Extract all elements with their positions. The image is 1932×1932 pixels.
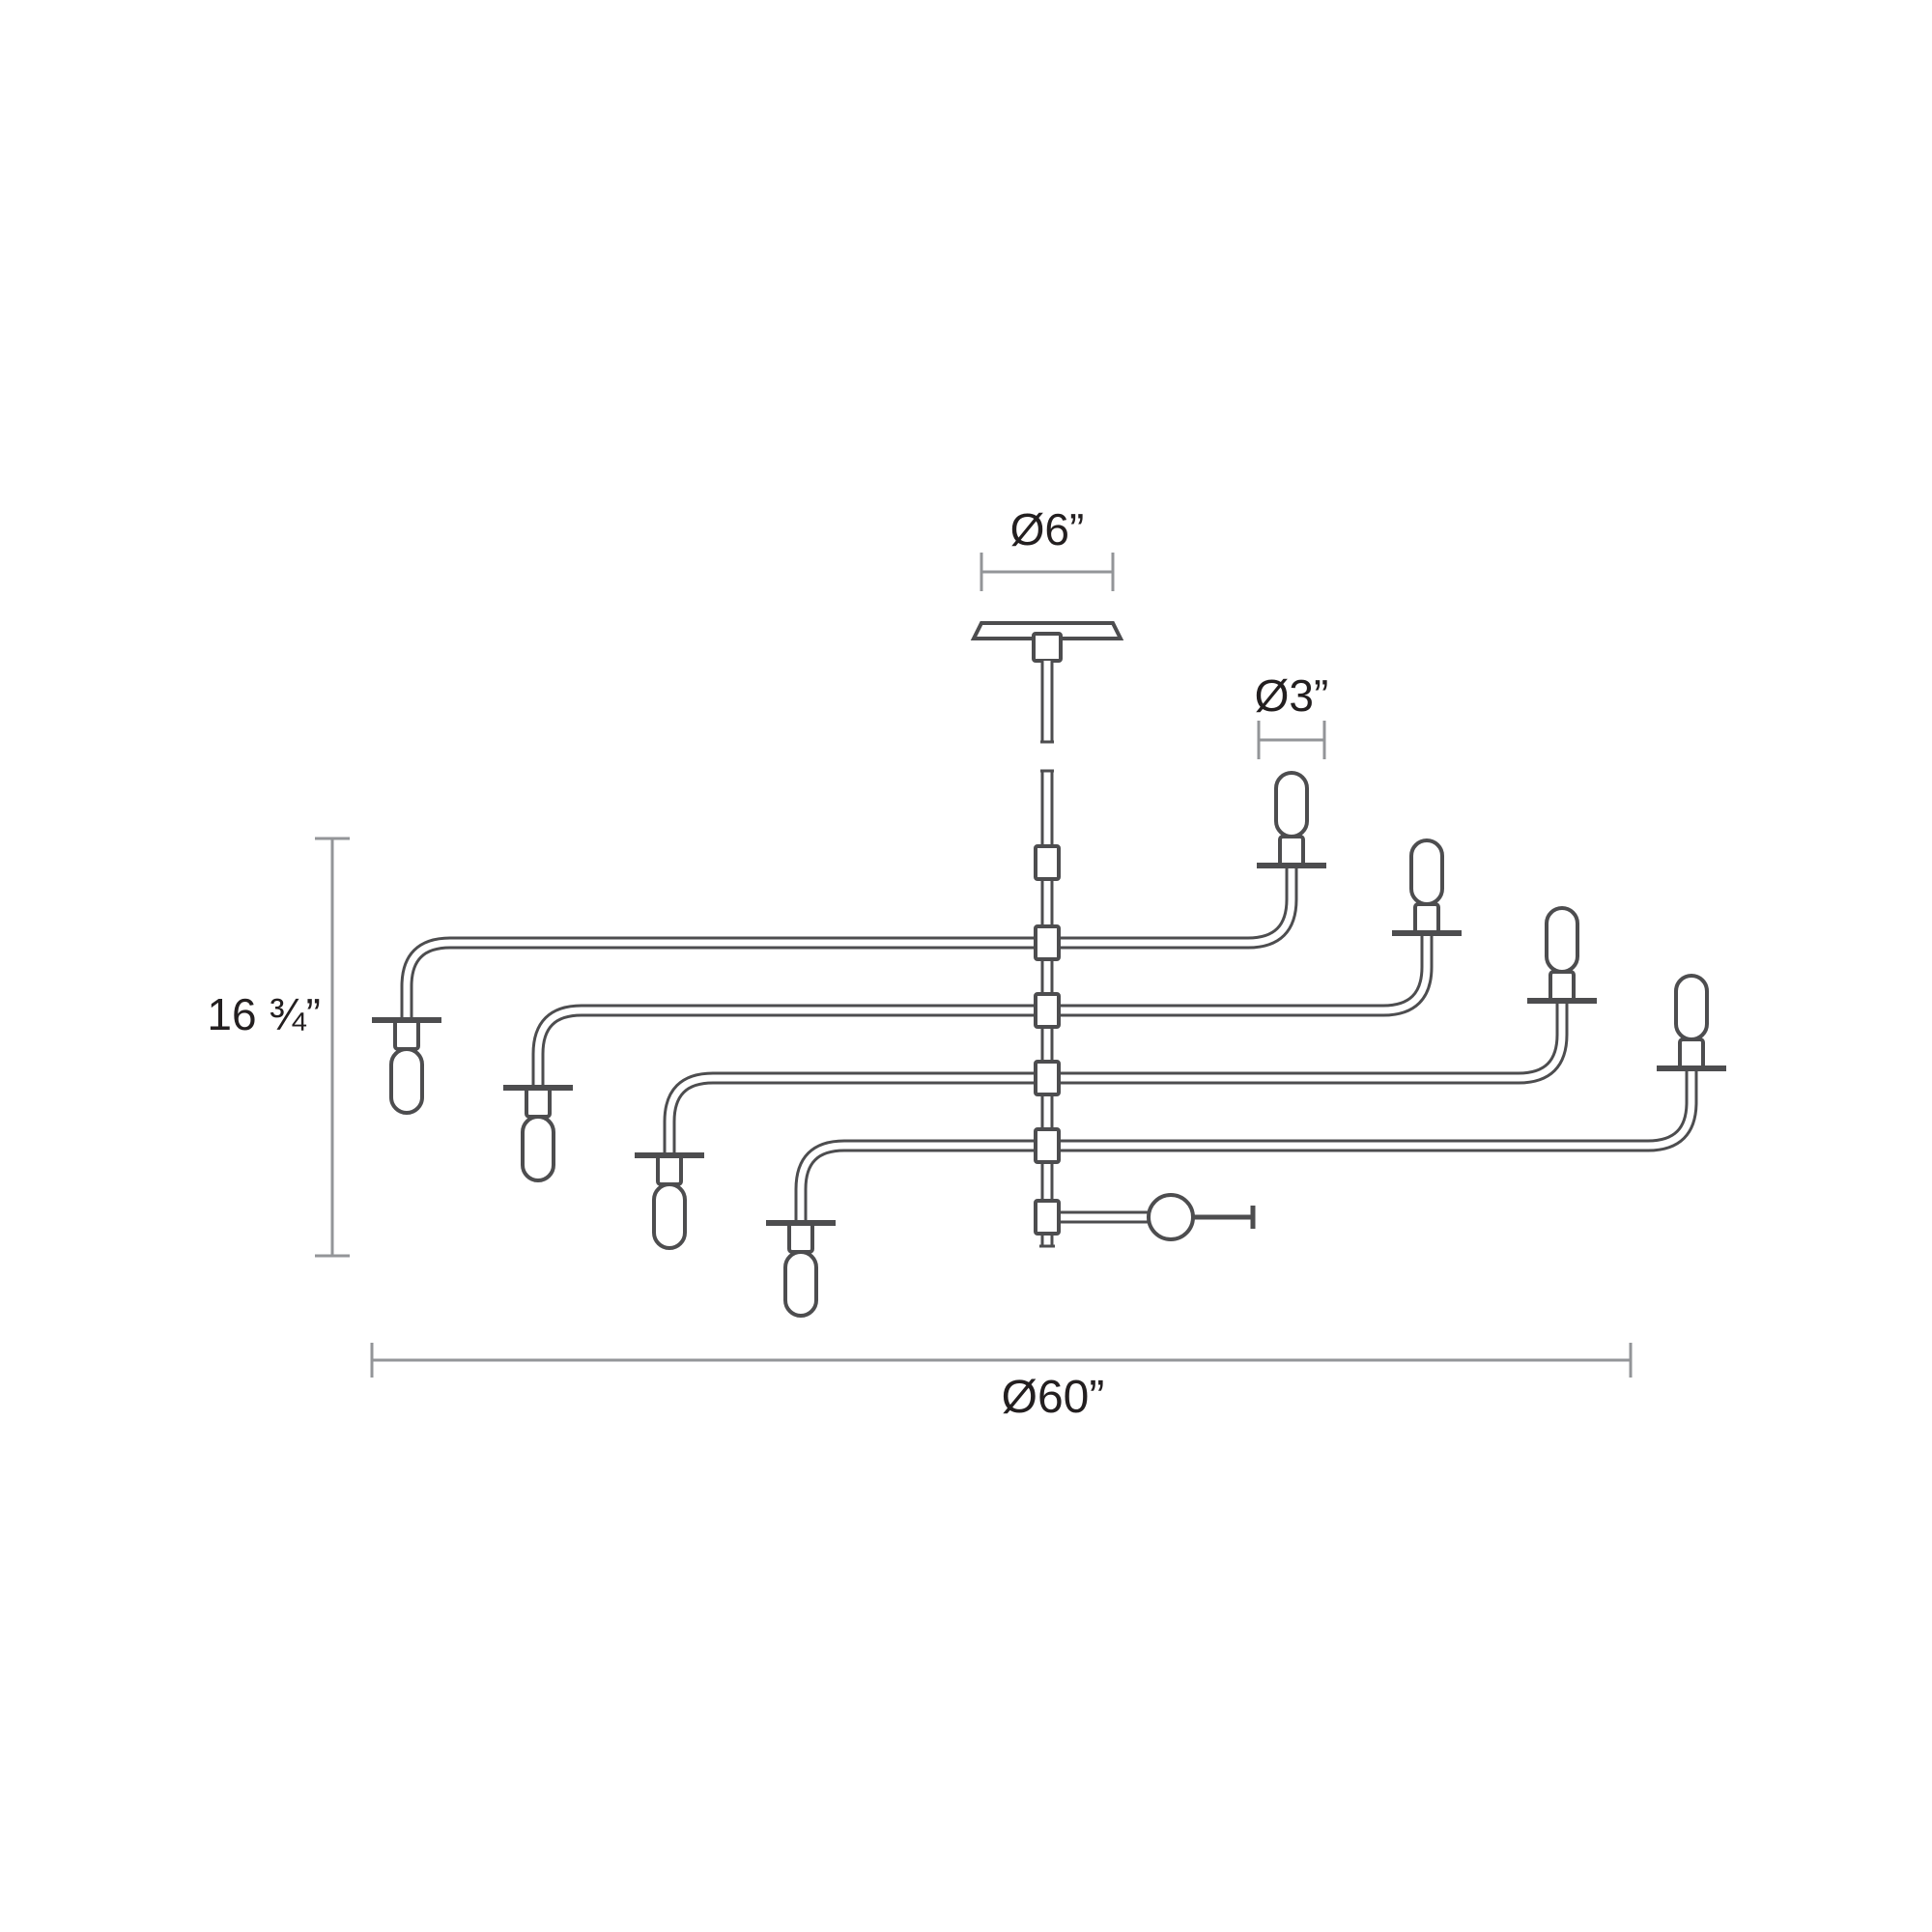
junction-block bbox=[1034, 1127, 1061, 1164]
hang-stem bbox=[1040, 661, 1054, 744]
dim-label-canopy: Ø6” bbox=[1010, 504, 1085, 554]
dimension-canopy-diameter: Ø6” bbox=[980, 504, 1115, 591]
dim-label-socket: Ø3” bbox=[1255, 670, 1329, 721]
bulb-up-4 bbox=[1657, 974, 1726, 1071]
arm-left-3 bbox=[663, 1071, 1047, 1171]
junction-block bbox=[1034, 992, 1061, 1029]
arm-right-4 bbox=[1047, 1053, 1698, 1152]
junction-block bbox=[1034, 1199, 1061, 1236]
dimensions: Ø6” Ø3” 16 ¾” Ø60” bbox=[207, 504, 1633, 1423]
canopy-plate bbox=[970, 621, 1124, 640]
bulb-capsule bbox=[652, 1182, 687, 1250]
bulb-capsule bbox=[1545, 906, 1579, 974]
bulb-down-2 bbox=[503, 1085, 573, 1182]
junction-blocks bbox=[1034, 844, 1061, 1248]
junction-block bbox=[1034, 924, 1061, 961]
fixture bbox=[372, 621, 1726, 1318]
socket bbox=[1278, 835, 1305, 867]
arm-right-3 bbox=[1047, 985, 1569, 1085]
bulb-down-1 bbox=[372, 1017, 441, 1115]
bulb-capsule bbox=[521, 1115, 555, 1182]
bulb-down-4 bbox=[766, 1220, 836, 1318]
bulb-capsule bbox=[1674, 974, 1709, 1041]
dim-label-diameter: Ø60” bbox=[1002, 1372, 1105, 1423]
bulbs-up bbox=[1257, 771, 1726, 1071]
arm-right-2 bbox=[1047, 918, 1434, 1017]
rod-ball bbox=[1147, 1193, 1195, 1241]
bulb-capsule bbox=[389, 1047, 424, 1115]
dimension-socket-diameter: Ø3” bbox=[1255, 670, 1329, 759]
bulb-capsule bbox=[783, 1250, 818, 1318]
bulb-down-3 bbox=[635, 1152, 704, 1250]
counterweight-rod bbox=[1047, 1193, 1256, 1241]
bulb-capsule bbox=[1274, 771, 1309, 838]
socket bbox=[656, 1153, 683, 1186]
socket bbox=[393, 1018, 420, 1051]
socket bbox=[1548, 970, 1576, 1003]
bulb-up-2 bbox=[1392, 838, 1462, 936]
bulb-up-3 bbox=[1527, 906, 1597, 1004]
junction-block bbox=[1034, 844, 1061, 881]
socket bbox=[1678, 1037, 1705, 1070]
dimension-fixture-diameter: Ø60” bbox=[370, 1343, 1633, 1423]
bulb-capsule bbox=[1409, 838, 1444, 906]
bulbs-down bbox=[372, 1017, 836, 1318]
dimension-fixture-height: 16 ¾” bbox=[207, 837, 350, 1258]
canopy bbox=[970, 621, 1124, 663]
arms bbox=[400, 850, 1698, 1238]
socket bbox=[787, 1221, 814, 1254]
bulb-up-1 bbox=[1257, 771, 1326, 868]
arm-left-1 bbox=[400, 936, 1047, 1036]
socket bbox=[525, 1086, 552, 1119]
arm-right-1 bbox=[1047, 850, 1298, 950]
arm-left-4 bbox=[794, 1139, 1047, 1238]
canopy-collar bbox=[1032, 632, 1063, 663]
arm-left-2 bbox=[531, 1004, 1047, 1103]
dim-label-height: 16 ¾” bbox=[207, 989, 321, 1039]
socket bbox=[1413, 902, 1440, 935]
junction-block bbox=[1034, 1060, 1061, 1096]
